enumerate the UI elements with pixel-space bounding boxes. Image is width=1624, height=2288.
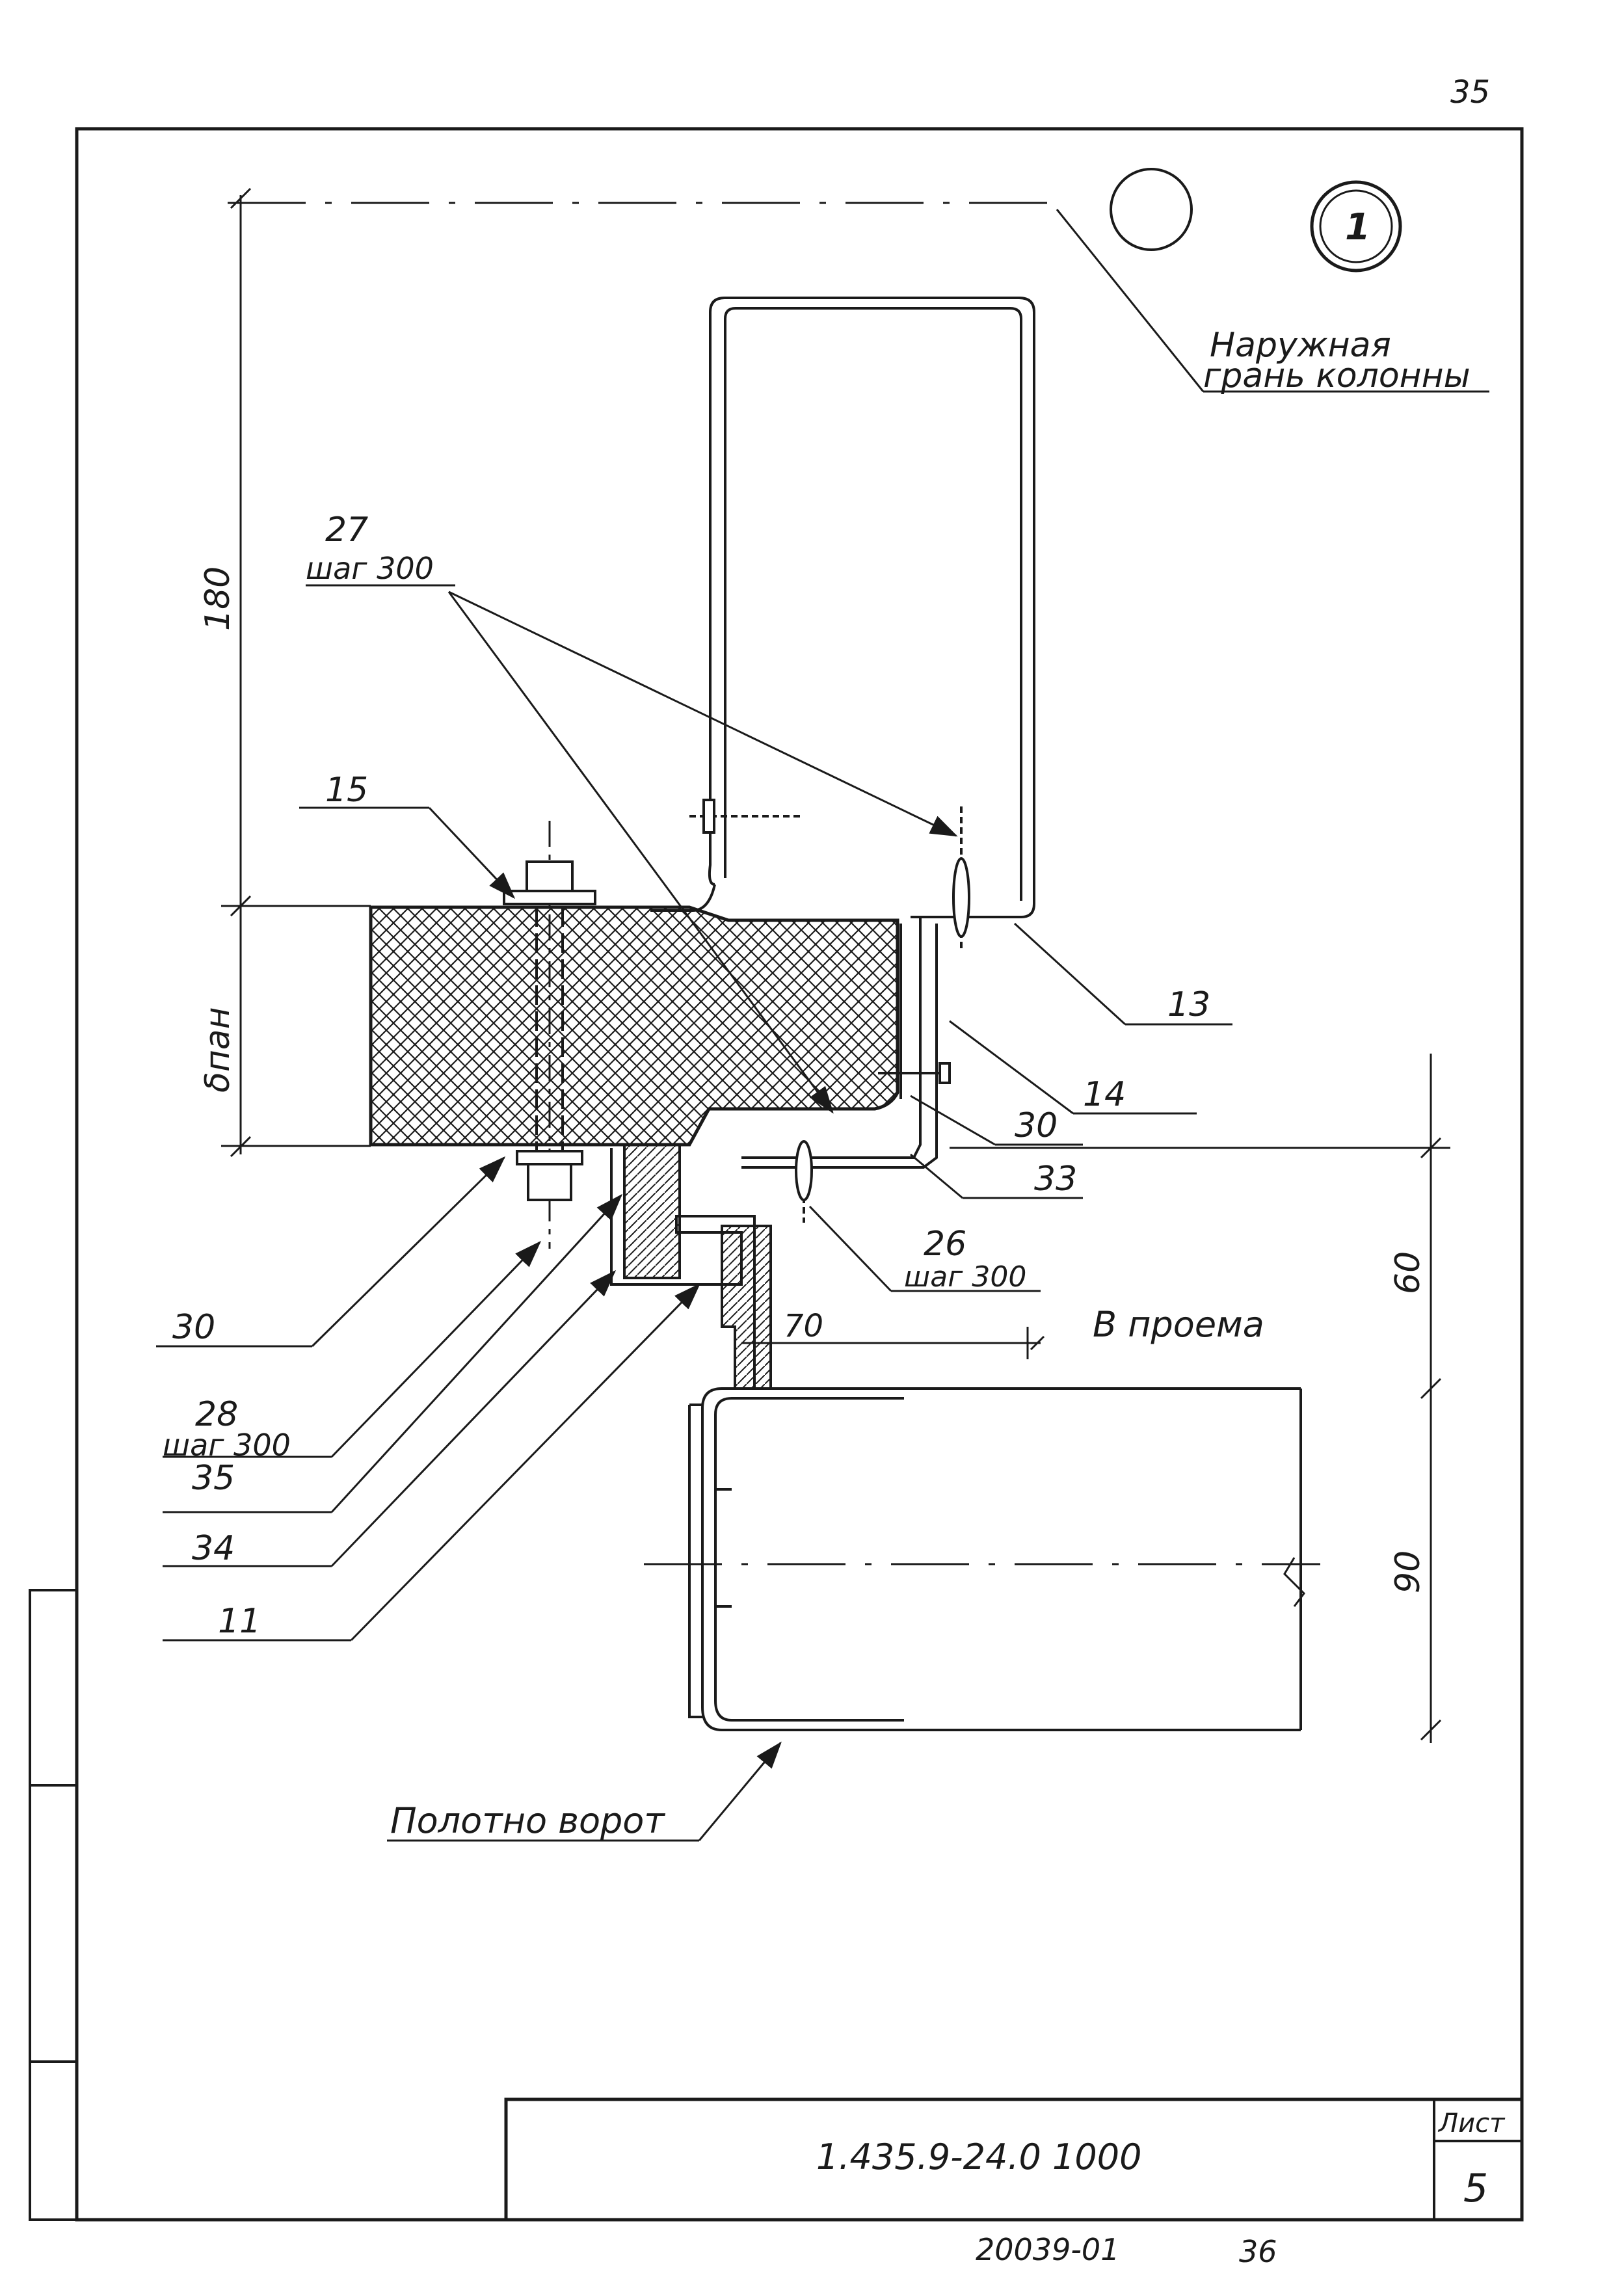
- sandwich-panel: [369, 905, 899, 1147]
- leader-lines: [156, 584, 1232, 1842]
- callout-28-step: шаг 300: [163, 1428, 291, 1463]
- callout-27-step: шаг 300: [306, 551, 434, 586]
- view-marker: 1: [1345, 206, 1370, 248]
- callout-11: 11: [218, 1602, 261, 1641]
- callout-26-step: шаг 300: [904, 1260, 1026, 1294]
- title-block: [504, 2097, 1524, 2222]
- sheet-frame: [29, 127, 1524, 2222]
- archive-number: 20039-01: [976, 2232, 1119, 2267]
- outer-edge-label-line1: Наружная: [1210, 326, 1391, 365]
- edge-bracket: [689, 799, 1002, 1223]
- callout-34: 34: [192, 1529, 235, 1568]
- dimension-60: 60: [1389, 1251, 1428, 1294]
- callout-27: 27: [325, 511, 368, 550]
- gate-leaf-label: Полотно ворот: [390, 1800, 665, 1841]
- dimension-180: 180: [198, 566, 237, 631]
- callout-28: 28: [195, 1395, 238, 1434]
- bolt-assembly-15: [503, 821, 596, 1249]
- callout-13: 13: [1167, 985, 1210, 1024]
- callout-30-left: 30: [172, 1308, 215, 1347]
- callout-35: 35: [192, 1459, 235, 1498]
- dimension-lines: [221, 187, 1450, 1743]
- dimension-90: 90: [1389, 1550, 1428, 1593]
- column-axis: [228, 168, 1489, 393]
- dimension-panel-thickness: δпан: [198, 1007, 237, 1093]
- seal-profiles: [610, 1143, 772, 1390]
- gate-leaf-profile: [644, 1387, 1320, 1731]
- callout-33: 33: [1034, 1160, 1077, 1199]
- sheet-label: Лист: [1437, 2108, 1506, 2138]
- outer-edge-label-line2: грань колонны: [1203, 356, 1471, 395]
- page-number: 35: [1450, 74, 1490, 111]
- callout-15: 15: [325, 771, 368, 810]
- archive-page: 36: [1239, 2234, 1277, 2269]
- callout-14: 14: [1083, 1075, 1126, 1114]
- callout-30-right: 30: [1015, 1106, 1058, 1145]
- sheet-number: 5: [1463, 2166, 1488, 2211]
- dimension-70: 70: [784, 1308, 823, 1344]
- opening-label: B проема: [1093, 1304, 1264, 1345]
- drawing-designation: 1.435.9-24.0 1000: [816, 2136, 1141, 2177]
- callout-26: 26: [924, 1225, 966, 1264]
